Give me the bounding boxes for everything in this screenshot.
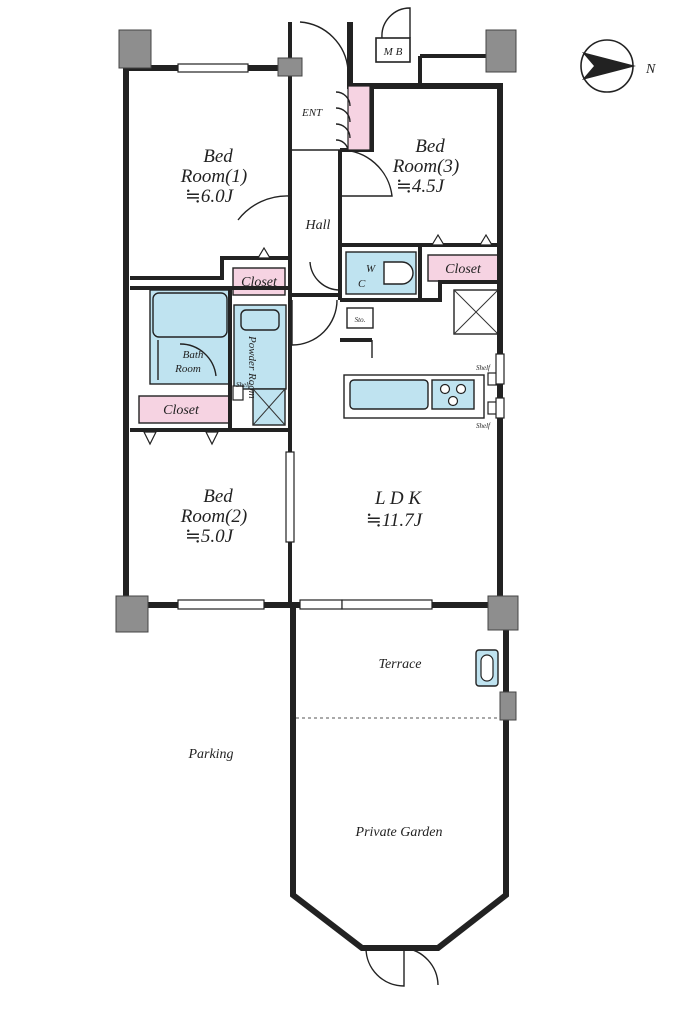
compass: N	[580, 39, 656, 93]
room-bed2: Bed Room(2) ≒5.0J	[180, 486, 247, 547]
terrace-label: Terrace	[378, 657, 421, 672]
closet-door-marks	[143, 233, 494, 446]
wc-label-c: C	[358, 278, 366, 290]
closet-bed2-label: Closet	[163, 403, 200, 418]
fixtures	[138, 251, 501, 687]
shelf-bath	[232, 385, 244, 401]
bed2-line1: Bed	[203, 486, 233, 507]
bed2-line2: Room(2)	[180, 506, 247, 527]
shelf-bath-label: Shelf	[236, 381, 251, 389]
bed3-area: ≒4.5J	[396, 176, 446, 197]
hall-label: Hall	[305, 218, 331, 233]
wc-label-w: W	[366, 263, 376, 275]
mb-box	[375, 37, 411, 63]
ldk-line1: L D K	[374, 488, 422, 509]
bed3-line1: Bed	[415, 136, 445, 157]
powder-label: Powder Room	[246, 335, 258, 399]
door-ldk	[291, 299, 338, 346]
kitchen-sink-icon	[349, 379, 429, 410]
storage-box	[346, 307, 374, 329]
windows	[177, 63, 505, 610]
mb-label: M B	[383, 46, 403, 58]
bath-label: Bath	[183, 349, 204, 361]
bed1-line1: Bed	[203, 146, 233, 167]
closet-bed1-label: Closet	[241, 275, 278, 290]
room-ldk: L D K ≒11.7J	[366, 488, 424, 531]
door-wc	[309, 261, 341, 291]
compass-north-label: N	[645, 62, 656, 77]
mb-door	[381, 7, 411, 39]
parking-label: Parking	[187, 747, 233, 762]
door-bath	[179, 343, 217, 377]
shelf-bottom-label: Shelf	[476, 422, 491, 430]
bed1-line2: Room(1)	[180, 166, 247, 187]
bathtub-icon	[152, 292, 228, 338]
closet-bed3-label: Closet	[445, 262, 482, 277]
entrance-door	[299, 21, 349, 71]
door-bed1	[237, 195, 291, 258]
entrance-steps	[335, 85, 371, 151]
ldk-area: ≒11.7J	[366, 510, 424, 531]
door-bed3	[339, 149, 393, 197]
shelf-top-label: Shelf	[476, 364, 491, 372]
ent-label: ENT	[301, 107, 323, 119]
closet-bed2	[138, 395, 231, 424]
toilet-icon	[383, 261, 414, 285]
doors	[179, 7, 439, 987]
north-arrow-icon	[582, 52, 636, 80]
bath-label-2: Room	[174, 363, 201, 375]
closet-bed1	[232, 267, 286, 296]
bed1-area: ≒6.0J	[185, 186, 235, 207]
bed2-area: ≒5.0J	[185, 526, 235, 547]
garden-label: Private Garden	[355, 825, 443, 840]
sto-label: Sto.	[355, 316, 366, 324]
garden-gate	[365, 947, 405, 987]
columns	[115, 29, 519, 721]
bed3-line2: Room(3)	[392, 156, 459, 177]
room-bed3: Bed Room(3) ≒4.5J	[392, 136, 459, 197]
room-bed1: Bed Room(1) ≒6.0J	[180, 146, 247, 207]
sink-icon	[240, 309, 280, 331]
